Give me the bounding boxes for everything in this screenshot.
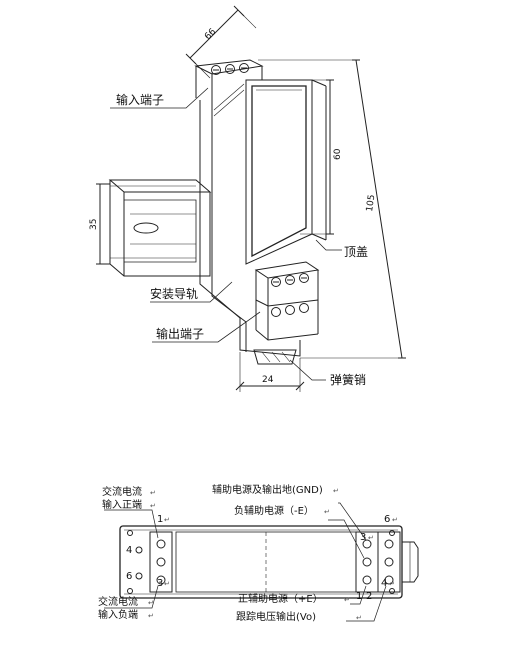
return-mark: ↵ [164, 580, 170, 588]
label-input-terminal: 输入端子 [116, 92, 164, 107]
wiring-diagram [104, 502, 419, 622]
input-terminal-screws [211, 63, 249, 75]
label-ac-input-pos-line1: 交流电流 [102, 485, 142, 498]
dimension-60-line [326, 79, 334, 235]
dimension-24-line [235, 352, 305, 392]
label-spring-pin: 弹簧销 [330, 372, 366, 387]
dim-label-24: 24 [262, 375, 274, 385]
label-ac-input-neg-line1: 交流电流 [98, 595, 138, 608]
dim-label-105: 105 [365, 194, 377, 212]
return-mark: ↵ [389, 580, 395, 588]
dimension-35-line [96, 183, 110, 265]
return-mark: ↵ [148, 599, 154, 607]
output-terminal-screws [271, 273, 309, 317]
pin-label-3-mid: 3 [360, 532, 366, 543]
dim-label-60: 60 [333, 148, 343, 160]
return-mark: ↵ [392, 516, 398, 524]
return-mark: ↵ [356, 614, 362, 622]
pin-label-3-left: 3 [157, 578, 163, 589]
pin-label-4-right: 4 [381, 578, 387, 589]
din-rail [108, 179, 212, 277]
return-mark: ↵ [324, 508, 330, 516]
left-terminal-block [149, 531, 173, 593]
leader-lines [110, 87, 342, 381]
return-mark: ↵ [148, 612, 154, 620]
label-top-cover: 顶盖 [344, 245, 368, 259]
label-ac-input-pos-line2: 输入正端 [102, 498, 142, 511]
label-tracking-voltage-output: 跟踪电压输出(Vo) [236, 610, 316, 623]
dimension-105-line [352, 59, 406, 359]
return-mark: ↵ [164, 516, 170, 524]
return-mark: ↵ [344, 596, 350, 604]
pin-label-2: 2 [366, 591, 372, 602]
pin-label-1-mid: 1 [356, 591, 362, 602]
label-ac-input-neg-line2: 输入负端 [98, 608, 138, 621]
return-mark: ↵ [368, 534, 374, 542]
label-output-terminal: 输出端子 [156, 326, 204, 341]
pin-label-4-left: 4 [126, 545, 132, 556]
dim-label-66: 66 [203, 27, 218, 42]
module-housing [194, 59, 327, 365]
dimension-66-line [185, 5, 257, 79]
pin-label-1-left: 1 [157, 514, 163, 525]
return-mark: ↵ [150, 502, 156, 510]
module-outline-rect [119, 525, 403, 599]
label-rail: 安装导轨 [150, 286, 198, 301]
return-mark: ↵ [333, 487, 339, 495]
return-mark: ↵ [150, 489, 156, 497]
right-terminal-block [377, 531, 401, 593]
label-neg-aux-power: 负辅助电源（-E） [234, 504, 314, 517]
label-gnd: 辅助电源及输出地(GND) [212, 483, 323, 496]
dim-label-35: 35 [89, 219, 99, 230]
pin-label-6-right: 6 [384, 514, 390, 525]
label-pos-aux-power: 正辅助电源（+E） [238, 592, 323, 605]
pin-label-6-left: 6 [126, 571, 132, 582]
